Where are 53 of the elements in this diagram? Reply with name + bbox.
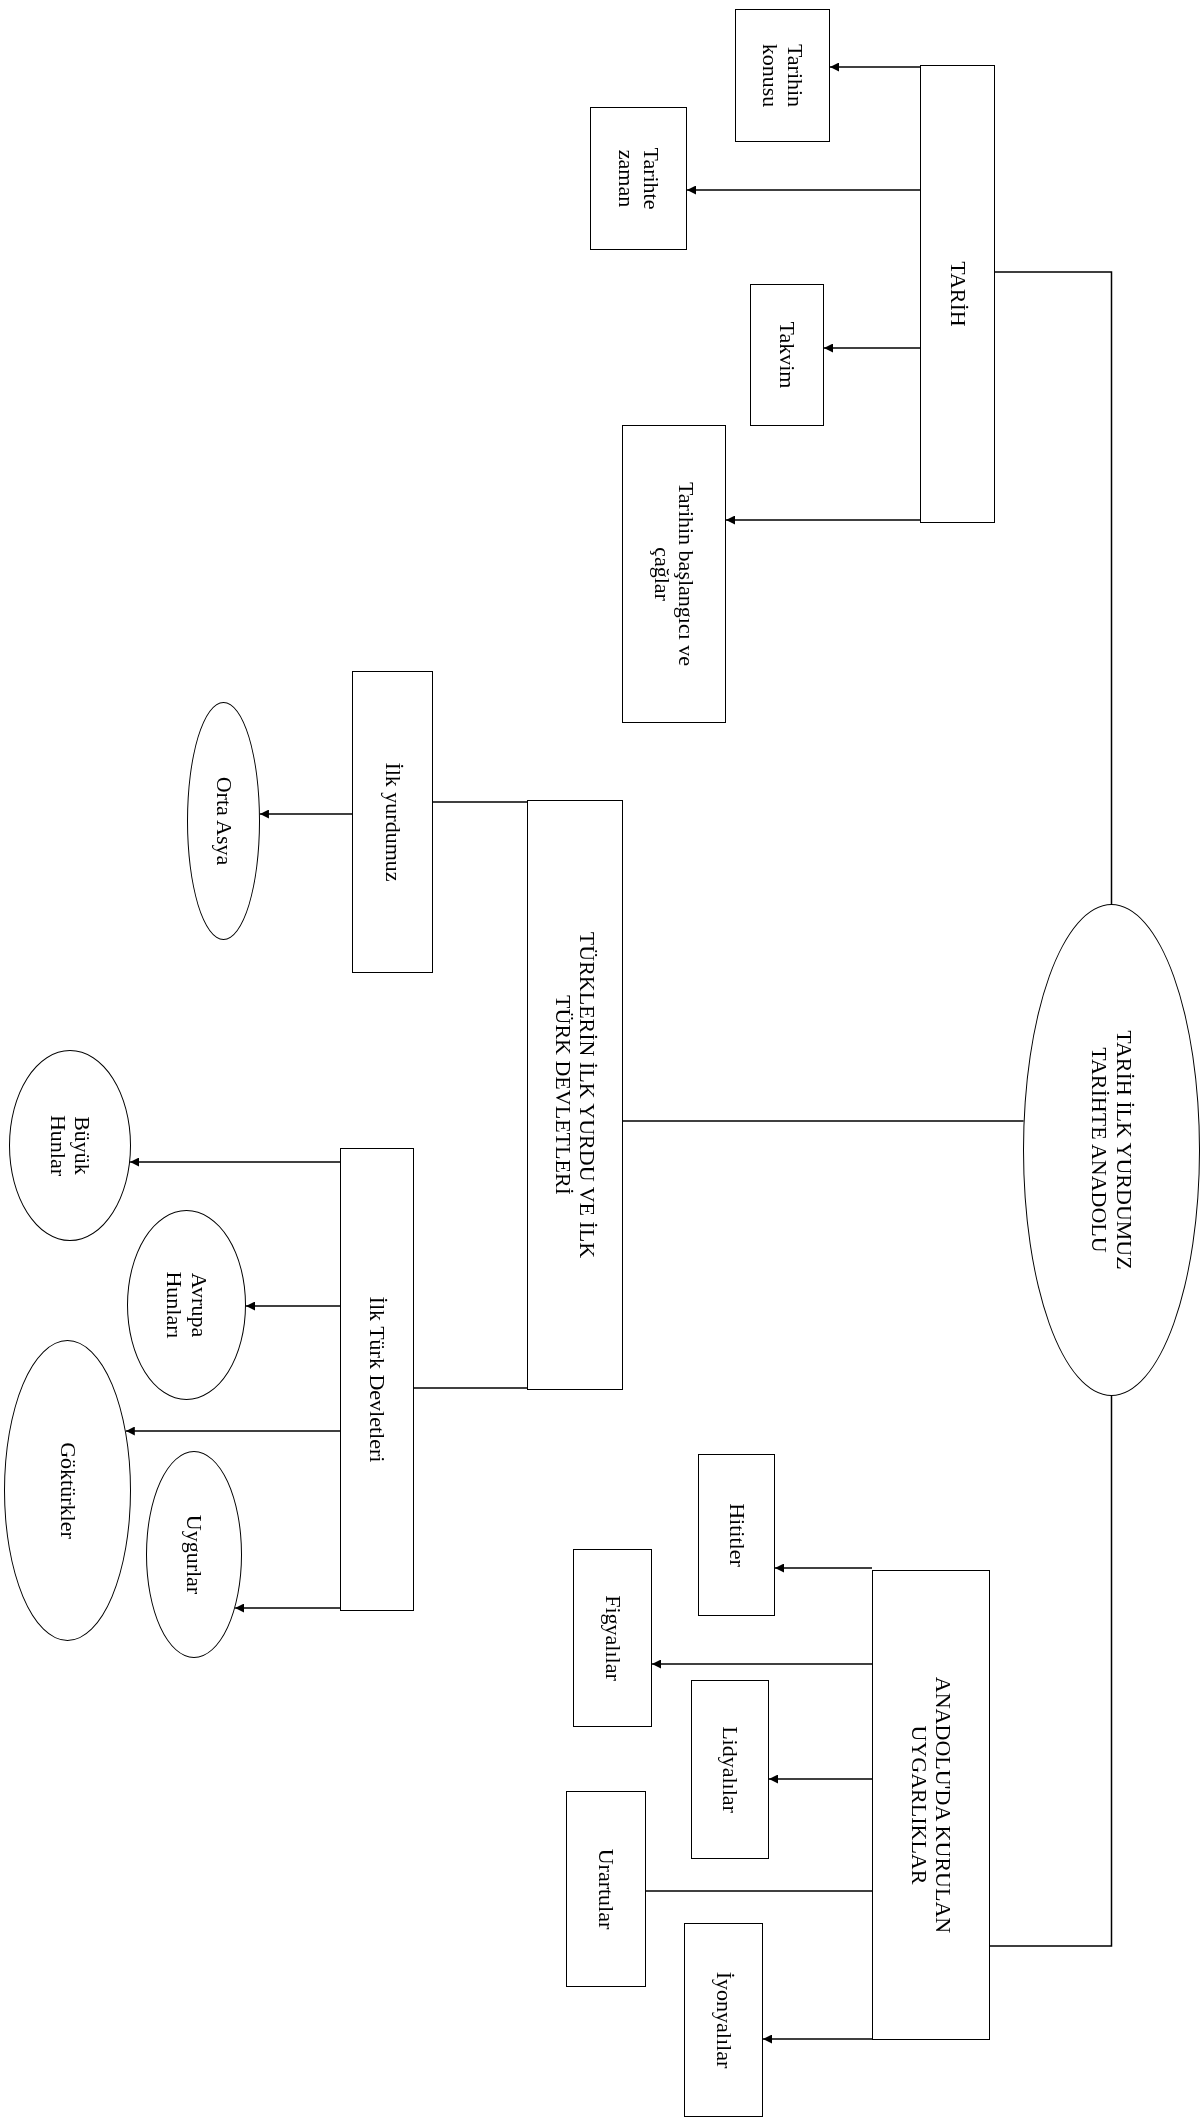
node-label: Göktürkler bbox=[55, 1442, 80, 1539]
node-label: Tarihin konusu bbox=[758, 42, 807, 110]
node-label: ANADOLU'DA KURULAN UYGARLIKLAR bbox=[906, 1675, 956, 1936]
node-label: TARİH İLK YURDUMUZ TARİHTE ANADOLU bbox=[1087, 1029, 1136, 1272]
topic-box bbox=[872, 1570, 990, 2040]
arrow bbox=[774, 1563, 873, 1573]
node-label: Urartular bbox=[593, 1848, 619, 1930]
connector-line bbox=[622, 1120, 1025, 1122]
topic-box bbox=[352, 671, 433, 973]
topic-box bbox=[750, 284, 824, 426]
arrow bbox=[259, 809, 353, 819]
topic-box bbox=[573, 1549, 652, 1727]
node-label: Tarihin başlangıcı ve çağlar bbox=[649, 480, 699, 669]
node-label: TARİH bbox=[945, 261, 970, 327]
node-label: Büyük Hunlar bbox=[45, 1113, 95, 1179]
topic-box bbox=[691, 1680, 769, 1859]
arrow bbox=[768, 1774, 873, 1784]
arrow bbox=[234, 1603, 341, 1613]
topic-box bbox=[684, 1923, 763, 2117]
topic-box bbox=[566, 1791, 646, 1987]
topic-box bbox=[340, 1148, 414, 1611]
connector-line bbox=[645, 1890, 873, 1892]
topic-box bbox=[590, 107, 687, 250]
arrow bbox=[245, 1301, 341, 1311]
node-label: Lidyalılar bbox=[717, 1726, 743, 1813]
arrow bbox=[651, 1659, 873, 1669]
node-label: Hititler bbox=[724, 1503, 749, 1567]
connector-line bbox=[989, 1395, 1113, 1947]
node-label: Avrupa Hunları bbox=[162, 1270, 211, 1341]
topic-box bbox=[622, 425, 726, 723]
arrow bbox=[686, 185, 921, 195]
node-label: Orta Asya bbox=[211, 776, 236, 866]
topic-box bbox=[920, 65, 995, 523]
topic-box bbox=[698, 1454, 775, 1616]
node-label: İlk Türk Devletleri bbox=[364, 1296, 390, 1463]
node-label: TÜRKLERİN İLK YURDU VE İLK TÜRK DEVLETLERİ bbox=[550, 930, 600, 1261]
node-label: Takvim bbox=[774, 321, 800, 389]
topic-box bbox=[735, 9, 830, 142]
arrow bbox=[829, 62, 921, 72]
arrow bbox=[762, 2034, 873, 2044]
connector-line bbox=[413, 1387, 528, 1389]
arrow bbox=[125, 1426, 341, 1436]
node-label: Tarihte zaman bbox=[614, 146, 663, 212]
connector-line bbox=[994, 271, 1113, 905]
arrow bbox=[823, 343, 921, 353]
node-label: Uygurlar bbox=[181, 1514, 207, 1595]
node-label: İyonyalılar bbox=[711, 1971, 736, 2069]
arrow bbox=[129, 1157, 341, 1167]
node-label: İlk yurdumuz bbox=[380, 762, 405, 882]
topic-box bbox=[527, 800, 623, 1390]
arrow bbox=[725, 515, 921, 525]
connector-line bbox=[432, 801, 528, 803]
node-label: Figyalılar bbox=[600, 1595, 625, 1681]
